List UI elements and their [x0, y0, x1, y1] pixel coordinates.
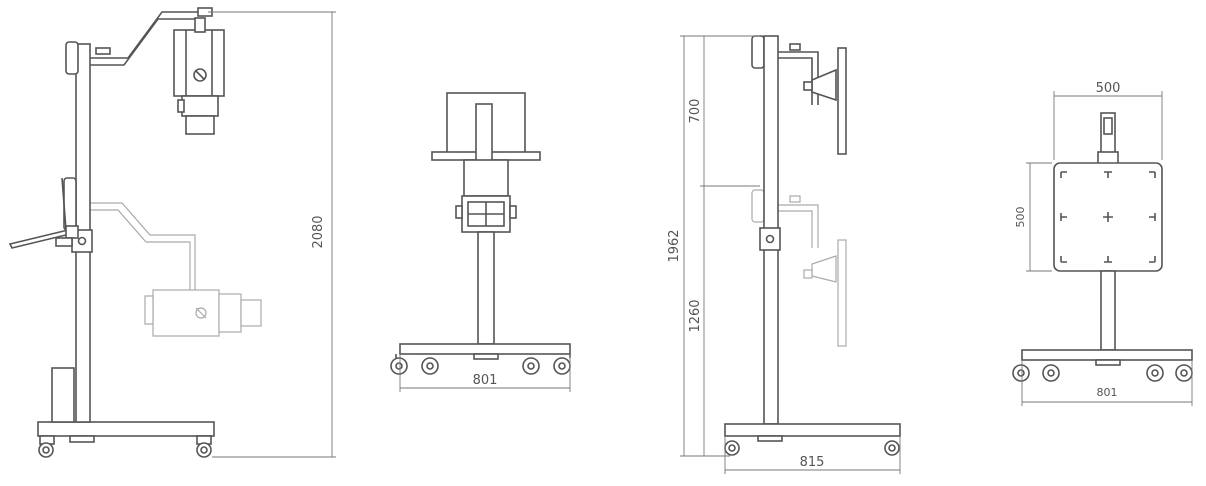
handle-view1 — [65, 41, 79, 75]
view-front-detector: 500 500 801 — [1012, 81, 1193, 406]
casters-view4 — [1012, 364, 1193, 382]
caster-right — [196, 435, 212, 458]
dims-view3: 700 1962 1260 815 — [667, 35, 901, 474]
view-front-xray: 801 — [390, 92, 571, 392]
dims-view4: 500 500 801 — [1014, 81, 1193, 406]
dim-label-801-view4: 801 — [1097, 386, 1118, 399]
view-side-xray: 2080 — [8, 7, 336, 458]
ghost-lowered-detector — [751, 189, 847, 347]
dim-801-view2: 801 — [399, 354, 571, 392]
side-tray — [8, 177, 79, 249]
base-view1 — [37, 367, 215, 458]
caster-left — [38, 435, 55, 458]
casters-view3 — [724, 440, 900, 456]
plate-marks — [1060, 171, 1156, 263]
dim-label-500-side: 500 — [1014, 207, 1027, 228]
ghost-lowered-arm — [90, 202, 262, 337]
view-side-detector: 700 1962 1260 815 — [667, 35, 901, 474]
dim-2080: 2080 — [208, 11, 336, 458]
detector-upper — [751, 35, 847, 155]
dim-label-1260: 1260 — [688, 299, 703, 332]
dim-label-2080: 2080 — [311, 215, 326, 248]
dim-label-815: 815 — [800, 455, 825, 470]
dim-label-700: 700 — [688, 99, 703, 124]
dim-label-500-top: 500 — [1096, 81, 1121, 96]
dim-label-801-view2: 801 — [473, 373, 498, 388]
casters-view2 — [390, 354, 571, 375]
dim-label-1962: 1962 — [667, 229, 682, 262]
xray-head — [173, 17, 225, 135]
